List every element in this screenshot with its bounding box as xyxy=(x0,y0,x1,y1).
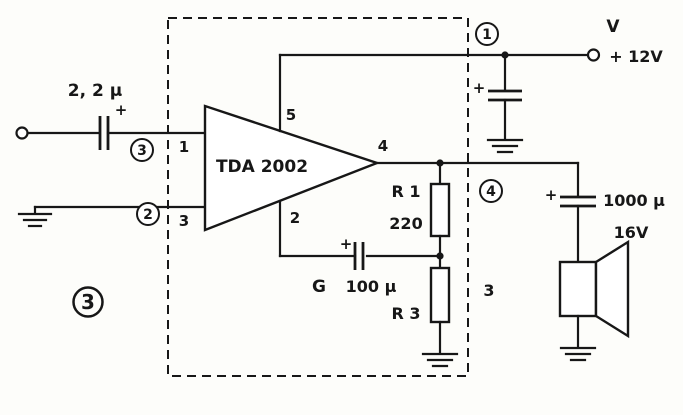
supply-v-label: V xyxy=(606,17,620,37)
input-stage: 2, 2 µ + 3 xyxy=(15,81,207,162)
ground-symbol-bypass xyxy=(486,138,524,154)
feedback-cap-value-label: 100 µ xyxy=(346,277,397,296)
ground-symbol-r3 xyxy=(421,352,459,368)
speaker-symbol xyxy=(558,239,630,339)
node-1-badge-number: 1 xyxy=(482,27,492,43)
input-terminal xyxy=(15,126,29,140)
input-cap-value-label: 2, 2 µ xyxy=(68,81,122,101)
node-3-badge-circle xyxy=(130,138,154,162)
bypass-cap-plus-sign: + xyxy=(473,79,486,97)
node-3-badge-number: 3 xyxy=(137,143,147,159)
input-cap-plus-sign: + xyxy=(115,101,128,119)
feedback-cap-plus-sign: + xyxy=(340,235,353,253)
ic-label: TDA 2002 xyxy=(216,157,308,177)
resistor-r3 xyxy=(429,266,451,324)
pin-1-label: 1 xyxy=(179,138,189,156)
feedback-g-label: G xyxy=(312,277,326,297)
module-boundary-dashed-box xyxy=(167,17,469,377)
figure-number-text: 3 xyxy=(81,290,95,314)
output-cap-plus-sign: + xyxy=(545,186,558,204)
output-cap-voltage-label: 16V xyxy=(614,223,649,242)
ground-symbol-input xyxy=(17,212,53,228)
node-1-badge-circle xyxy=(475,22,499,46)
node-4-badge-number: 4 xyxy=(486,184,496,200)
supply-voltage-label: + 12V xyxy=(609,47,663,66)
node-4-badge-circle xyxy=(479,179,503,203)
amplifier: TDA 2002 1 3 5 2 4 xyxy=(179,104,388,232)
feedback-network: R 1 220 R 3 3 + G 100 µ xyxy=(278,161,495,368)
speaker-body xyxy=(558,260,598,318)
r3-count-label: 3 xyxy=(483,281,494,300)
output-cap-value-label: 1000 µ xyxy=(603,191,665,210)
r1-name-label: R 1 xyxy=(391,182,420,201)
ground-symbol-speaker xyxy=(559,346,597,362)
amplifier-triangle xyxy=(203,104,381,232)
output-network: 4 + 1000 µ 16V xyxy=(375,159,665,362)
pin-2-label: 2 xyxy=(290,209,300,227)
supply-rail: 1 V + 12V + xyxy=(278,17,663,154)
supply-terminal xyxy=(586,48,601,62)
pin-4-label: 4 xyxy=(378,137,388,155)
figure-number-circle xyxy=(72,286,104,318)
pin-3-label: 3 xyxy=(179,212,189,230)
r1-value-label: 220 xyxy=(389,214,422,233)
figure-number-badge: 3 xyxy=(72,286,104,318)
inverting-input: 2 xyxy=(17,202,207,228)
resistor-r1 xyxy=(429,182,451,238)
r3-name-label: R 3 xyxy=(391,304,420,323)
pin-5-label: 5 xyxy=(286,106,296,124)
node-2-badge-circle xyxy=(136,202,160,226)
node-2-badge-number: 2 xyxy=(143,207,153,223)
speaker-cone xyxy=(594,239,630,339)
